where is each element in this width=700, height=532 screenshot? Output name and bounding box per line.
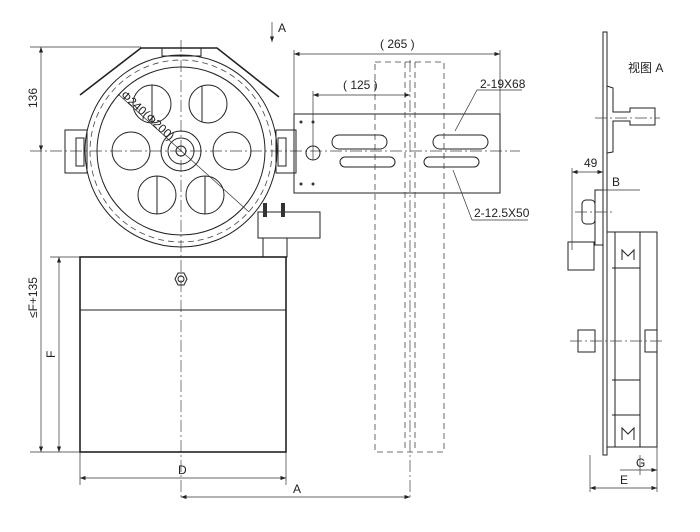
diameter-label: Φ240(Φ200) (118, 88, 177, 143)
dim-b: B (612, 175, 620, 189)
motor-box (79, 256, 287, 453)
dim-d: D (178, 463, 187, 477)
left-side-block (64, 129, 88, 174)
slot-callouts: 2-19X68 2-12.5X50 (452, 77, 530, 221)
dim-a: A (293, 482, 301, 496)
switch-box (257, 203, 321, 258)
side-view-dimensions: 49 B G E (571, 156, 658, 492)
dim-f-plus-135: ≤F+135 (26, 277, 40, 318)
slot-upper-label: 2-19X68 (480, 77, 526, 91)
side-view-a: 视图 A (567, 31, 665, 456)
center-lines (30, 40, 520, 500)
dimensions-bottom: D A (79, 452, 410, 500)
slot-lower-label: 2-12.5X50 (474, 206, 530, 220)
dim-136: 136 (26, 88, 40, 108)
dim-e: E (620, 473, 628, 487)
dim-f: F (44, 351, 58, 358)
bracket-plate (293, 113, 501, 194)
dimensions-top: ( 265 ) ( 125 ) A (269, 21, 501, 160)
top-cover (79, 47, 280, 98)
dim-265: ( 265 ) (380, 37, 415, 51)
right-side-block (275, 129, 297, 174)
dimensions-left: 136 ≤F+135 F (26, 46, 141, 453)
dim-49: 49 (584, 156, 598, 170)
dim-g: G (636, 456, 645, 470)
view-arrow-label: A (278, 21, 286, 35)
dim-125: ( 125 ) (343, 78, 378, 92)
view-title: 视图 A (628, 60, 663, 75)
guide-rail (374, 61, 445, 453)
